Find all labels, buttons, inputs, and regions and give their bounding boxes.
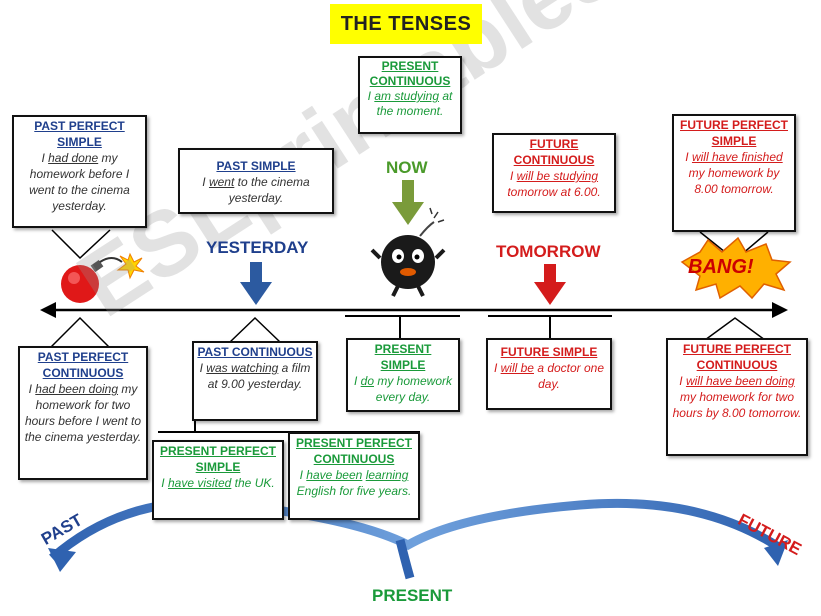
- card-example: I was watching a film at 9.00 yesterday.: [199, 361, 311, 391]
- card-present-simple: PRESENT SIMPLE I do my homework every da…: [346, 338, 460, 412]
- card-example: I am studying at the moment.: [367, 89, 453, 118]
- card-example: I have been learning English for five ye…: [296, 468, 412, 498]
- pointer-past-perfect-continuous: [49, 316, 111, 349]
- card-heading: PAST PERFECT SIMPLE: [34, 119, 125, 149]
- angry-bomb-icon: [370, 207, 446, 297]
- pointer-past-continuous: [229, 316, 281, 343]
- card-example: I do my homework every day.: [353, 374, 453, 404]
- pointer-future-perfect-continuous: [704, 317, 766, 341]
- arc-right-arrowhead: [764, 540, 788, 566]
- bracket-present-simple: [345, 315, 460, 338]
- card-past-perfect-continuous: PAST PERFECT CONTINUOUS I had been doing…: [18, 346, 148, 480]
- card-example: I had done my homework before I went to …: [29, 151, 130, 213]
- pointer-past-perfect-simple: [51, 229, 111, 260]
- card-past-simple: PAST SIMPLE I went to the cinema yesterd…: [178, 148, 334, 214]
- card-heading: FUTURE PERFECT SIMPLE: [680, 118, 788, 148]
- card-example: I will be studying tomorrow at 6.00.: [507, 169, 601, 199]
- arc-left-arrowhead: [48, 548, 76, 572]
- card-heading: FUTURE CONTINUOUS: [513, 137, 595, 167]
- card-present-continuous: PRESENT CONTINUOUS I am studying at the …: [358, 56, 462, 134]
- card-future-continuous: FUTURE CONTINUOUS I will be studying tom…: [492, 133, 616, 213]
- tomorrow-arrow: [534, 264, 566, 305]
- now-label: NOW: [386, 158, 428, 177]
- yesterday-label: YESTERDAY: [206, 238, 309, 257]
- card-present-perfect-continuous: PRESENT PERFECT CONTINUOUS I have been l…: [288, 432, 420, 520]
- card-heading: FUTURE SIMPLE: [500, 345, 598, 359]
- card-heading: PRESENT CONTINUOUS: [369, 59, 451, 88]
- card-future-perfect-continuous: FUTURE PERFECT CONTINUOUS I will have be…: [666, 338, 808, 456]
- card-heading: PAST SIMPLE: [216, 159, 296, 173]
- bang-label: BANG!: [688, 256, 754, 278]
- bang-explosion-icon: [680, 236, 792, 300]
- card-example: I went to the cinema yesterday.: [202, 175, 310, 205]
- yesterday-arrow: [240, 262, 272, 305]
- card-heading: PRESENT PERFECT SIMPLE: [159, 444, 276, 474]
- card-example: I have visited the UK.: [161, 476, 275, 490]
- present-label: PRESENT: [372, 586, 453, 605]
- tomorrow-label: TOMORROW: [496, 242, 601, 261]
- page-title: THE TENSES: [340, 12, 472, 35]
- card-example: I will have finished my homework by 8.00…: [685, 150, 783, 196]
- title-banner: THE TENSES: [330, 4, 482, 44]
- timeline-axis: [40, 302, 788, 318]
- card-heading: PRESENT PERFECT CONTINUOUS: [295, 436, 412, 466]
- card-example: I had been doing my homework for two hou…: [24, 382, 142, 444]
- now-arrow: [392, 180, 424, 225]
- card-example: I will be a doctor one day.: [493, 361, 605, 391]
- card-heading: PAST PERFECT CONTINUOUS: [37, 350, 129, 380]
- card-present-perfect-simple: PRESENT PERFECT SIMPLE I have visited th…: [152, 440, 284, 520]
- card-example: I will have been doing my homework for t…: [672, 374, 802, 420]
- arc-center-stem: [395, 538, 415, 580]
- card-past-perfect-simple: PAST PERFECT SIMPLE I had done my homewo…: [12, 115, 147, 228]
- card-heading: PRESENT SIMPLE: [374, 342, 432, 372]
- card-heading: FUTURE PERFECT CONTINUOUS: [683, 342, 791, 372]
- bomb-icon: [61, 252, 145, 303]
- card-future-simple: FUTURE SIMPLE I will be a doctor one day…: [486, 338, 612, 410]
- bracket-future-simple: [488, 315, 612, 338]
- card-future-perfect-simple: FUTURE PERFECT SIMPLE I will have finish…: [672, 114, 796, 232]
- card-past-continuous: PAST CONTINUOUS I was watching a film at…: [192, 341, 318, 421]
- card-heading: PAST CONTINUOUS: [197, 345, 313, 359]
